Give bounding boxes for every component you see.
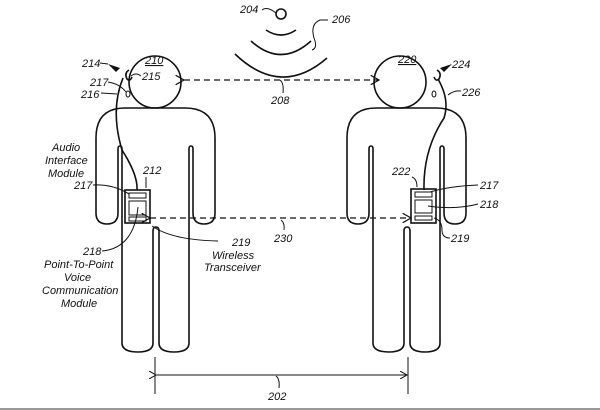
leader-202 [275, 375, 280, 389]
caption-p2p-line4: Module [61, 298, 97, 310]
label-226: 226 [461, 87, 481, 99]
audio-module-217-box-right [414, 191, 433, 198]
leader-217-mic [107, 81, 127, 93]
leader-217-left [92, 184, 130, 195]
label-202: 202 [267, 391, 286, 403]
bottom-border [0, 408, 600, 410]
signal-wave-1 [265, 29, 297, 36]
signal-source-icon [275, 8, 287, 20]
caption-p2p-line1: Point-To-Point [44, 259, 114, 271]
signal-wave-3 [234, 53, 328, 78]
caption-p2p-line2: Voice [64, 272, 91, 284]
leader-218-right [427, 203, 479, 209]
label-212: 212 [142, 165, 161, 177]
arrow-214-icon [108, 64, 120, 72]
device-212 [124, 189, 151, 224]
leader-206 [311, 19, 328, 51]
device-222 [410, 188, 437, 224]
label-230: 230 [273, 233, 293, 245]
leader-216 [100, 92, 118, 95]
leader-219-right [433, 217, 451, 239]
user-210-body [95, 107, 216, 353]
leader-214 [99, 62, 109, 65]
signal-wave-2 [250, 40, 312, 56]
label-219-left: 219 [231, 237, 250, 249]
microphone-right [431, 90, 437, 98]
label-218-right: 218 [479, 199, 499, 211]
cable-216 [115, 77, 138, 191]
label-210: 210 [144, 55, 164, 67]
label-204: 204 [239, 4, 258, 16]
caption-audio-line1: Audio [51, 142, 80, 154]
user-220-figure: 220 224 226 222 217 218 219 [346, 54, 499, 353]
leader-226 [447, 90, 462, 96]
label-208: 208 [270, 95, 290, 107]
label-224: 224 [451, 59, 470, 71]
user-220-body [346, 107, 467, 353]
label-222: 222 [391, 166, 410, 178]
leader-219-left [151, 225, 219, 242]
caption-wireless-line1: Wireless [212, 250, 255, 262]
leader-208 [279, 79, 284, 94]
cable-226 [423, 78, 447, 191]
caption-audio-line3: Module [48, 168, 84, 180]
earpiece-224 [433, 69, 441, 81]
microphone-217 [125, 90, 131, 98]
label-220: 220 [397, 54, 417, 66]
label-218-left: 218 [82, 246, 102, 258]
leader-230 [280, 219, 285, 231]
p2p-module-218-box [128, 200, 147, 216]
label-214: 214 [81, 58, 100, 70]
caption-audio-line2: Interface [45, 155, 88, 167]
label-217-right: 217 [479, 180, 499, 192]
leader-222 [411, 176, 418, 188]
leader-217-right [429, 184, 479, 193]
label-215: 215 [141, 71, 161, 83]
leader-215 [130, 73, 142, 77]
label-219-right: 219 [450, 233, 469, 245]
arrow-224-icon [440, 64, 452, 72]
transceiver-219-box [128, 216, 147, 222]
label-217-left: 217 [73, 180, 93, 192]
leader-218-left [101, 206, 139, 252]
transceiver-219-box-right [414, 215, 433, 221]
earpiece-214 [125, 69, 133, 81]
caption-p2p-line3: Communication [42, 285, 118, 297]
label-206: 206 [331, 14, 351, 26]
label-216: 216 [80, 89, 100, 101]
label-217-mic: 217 [89, 77, 109, 89]
leader-204 [261, 8, 277, 14]
caption-wireless-line2: Transceiver [204, 262, 262, 274]
user-210-figure: 210 214 215 217 216 212 [80, 55, 216, 353]
audio-module-217-box [128, 192, 147, 199]
